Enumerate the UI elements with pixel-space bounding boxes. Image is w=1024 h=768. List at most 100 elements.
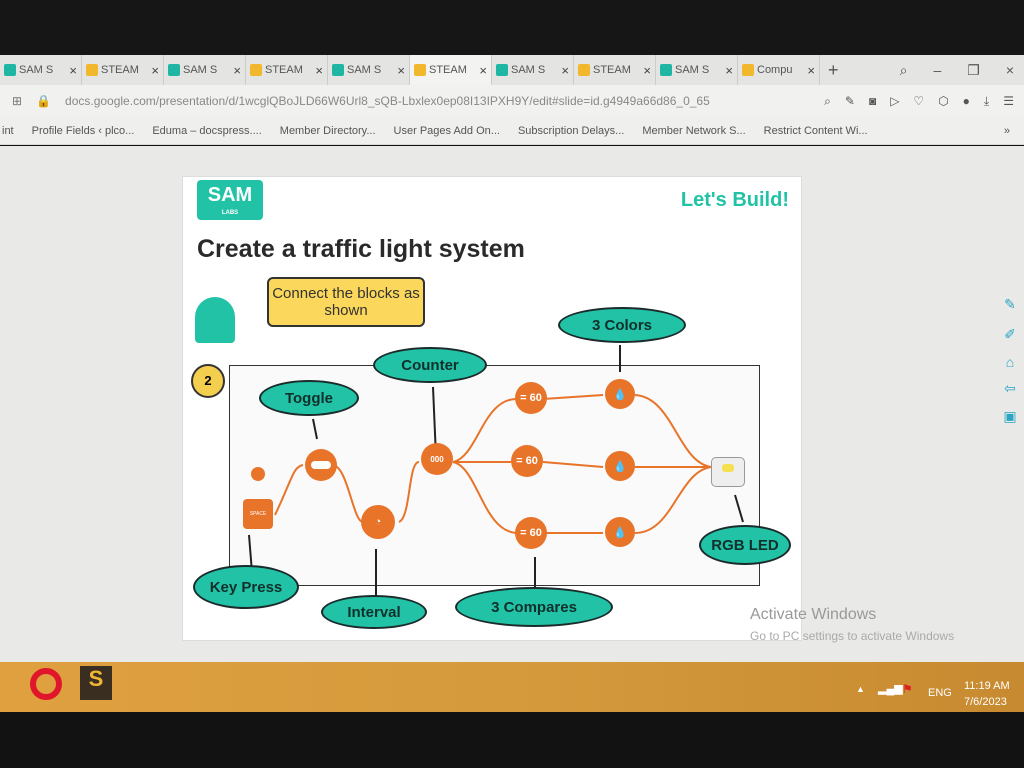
arrow (734, 494, 744, 523)
browser-tab[interactable]: SAM S × (0, 55, 82, 85)
close-tab-icon[interactable]: × (807, 62, 815, 78)
tab-label: SAM S (183, 64, 218, 76)
apps-icon[interactable]: ⊞ (12, 94, 23, 108)
label-interval: Interval (321, 595, 427, 629)
edit-icon[interactable]: ✎ (844, 93, 855, 108)
bookmark-item[interactable]: Member Network S... (642, 124, 746, 137)
bookmark-item[interactable]: int (2, 124, 14, 137)
minimize-icon[interactable]: – (933, 61, 942, 78)
tab-favicon-icon (496, 64, 508, 76)
download-icon[interactable]: ⤓ (983, 93, 990, 108)
tab-label: SAM S (511, 64, 546, 76)
language-indicator[interactable]: ENG (928, 687, 952, 699)
bookmark-item[interactable]: Profile Fields ‹ plco... (31, 124, 135, 137)
wire (542, 394, 604, 400)
wires (248, 345, 744, 597)
step-number: 2 (191, 364, 225, 398)
label-3-compares: 3 Compares (455, 587, 613, 627)
tab-favicon-icon (414, 64, 426, 76)
browser-tab[interactable]: SAM S × (492, 55, 574, 85)
lock-icon: 🔒 (36, 94, 52, 108)
tray-expand-icon[interactable]: ▲ (856, 684, 865, 694)
search-tabs-icon[interactable]: ⌕ (899, 61, 908, 78)
interval-block: ◔ (361, 505, 395, 539)
side-back-icon[interactable]: ⇦ (1004, 380, 1016, 396)
compare-block-3: = 60 (515, 517, 547, 549)
wire (398, 461, 420, 523)
new-tab-button[interactable]: + (828, 59, 839, 80)
monitor-bezel-top (0, 0, 1024, 55)
counter-block: 000 (421, 443, 453, 475)
close-tab-icon[interactable]: × (561, 62, 569, 78)
clock-date[interactable]: 7/6/2023 (964, 696, 1007, 708)
color-block-3: 💧 (605, 517, 635, 547)
bookmark-item[interactable]: Subscription Delays... (517, 124, 625, 137)
tab-label: STEAM (593, 64, 631, 76)
tab-label: STEAM (101, 64, 139, 76)
bookmark-item[interactable]: Member Directory... (279, 124, 376, 137)
profile-icon[interactable]: ● (962, 93, 970, 108)
action-center-icon[interactable]: ⚑ (902, 682, 913, 696)
bookmark-item[interactable]: Restrict Content Wi... (763, 124, 868, 137)
bookmark-item[interactable]: User Pages Add On... (393, 124, 500, 137)
side-note-icon[interactable]: ✐ (1004, 326, 1016, 342)
wire (634, 466, 712, 534)
close-tab-icon[interactable]: × (233, 62, 241, 78)
close-tab-icon[interactable]: × (315, 62, 323, 78)
tab-label: SAM S (19, 64, 54, 76)
bookmark-item[interactable]: Eduma – docspress.... (152, 124, 262, 137)
activate-windows-subtitle: Go to PC settings to activate Windows (750, 629, 955, 643)
clock-time[interactable]: 11:19 AM (964, 680, 1010, 692)
label-counter: Counter (373, 347, 487, 383)
wire (274, 464, 304, 516)
key-indicator (251, 467, 265, 481)
close-tab-icon[interactable]: × (725, 62, 733, 78)
browser-tab[interactable]: STEAM × (410, 55, 492, 85)
speech-bubble: Connect the blocks as shown (267, 277, 425, 327)
tab-bar: SAM S×STEAM×SAM S×STEAM×SAM S×STEAM×SAM … (0, 55, 1024, 85)
tab-favicon-icon (578, 64, 590, 76)
tab-favicon-icon (168, 64, 180, 76)
side-home-icon[interactable]: ⌂ (1005, 354, 1015, 370)
browser-tab[interactable]: SAM S× (328, 55, 410, 85)
close-tab-icon[interactable]: × (69, 62, 77, 78)
close-tab-icon[interactable]: × (643, 62, 651, 78)
compare-block-1: = 60 (515, 382, 547, 414)
cube-icon[interactable]: ⬡ (938, 93, 949, 108)
browser-tab[interactable]: SAM S× (656, 55, 738, 85)
play-icon[interactable]: ▷ (890, 93, 900, 108)
taskbar: S ▲ ▂▄▆ ⚑ ENG 11:19 AM 7/6/2023 (0, 662, 1024, 712)
browser-tab[interactable]: Compu× (738, 55, 820, 85)
close-tab-icon[interactable]: × (397, 62, 405, 78)
wire (452, 397, 519, 463)
side-edit-icon[interactable]: ✎ (1004, 296, 1016, 312)
bookmarks-more-button[interactable]: » (1003, 124, 1010, 137)
arrow (312, 418, 318, 440)
close-window-icon[interactable]: × (1005, 61, 1014, 78)
tab-label: STEAM (429, 64, 467, 76)
tab-favicon-icon (332, 64, 344, 76)
toggle-block (305, 449, 337, 481)
browser-tab[interactable]: STEAM × (574, 55, 656, 85)
network-icon[interactable]: ▂▄▆ (878, 683, 903, 695)
opera-icon[interactable] (30, 668, 62, 700)
wire (542, 461, 604, 468)
heart-icon[interactable]: ♡ (913, 93, 925, 108)
side-pc-icon[interactable]: ▣ (1003, 408, 1017, 424)
mascot-icon (195, 297, 235, 343)
camera-icon[interactable]: ◙ (868, 93, 877, 108)
url-input[interactable]: docs.google.com/presentation/d/1wcglQBoJ… (65, 94, 710, 108)
sublime-icon[interactable]: S (80, 666, 112, 700)
close-tab-icon[interactable]: × (479, 62, 487, 78)
browser-tab[interactable]: STEAM× (246, 55, 328, 85)
browser-tab[interactable]: STEAM × (82, 55, 164, 85)
browser-tab[interactable]: SAM S × (164, 55, 246, 85)
restore-icon[interactable]: ❐ (967, 61, 980, 78)
color-block-2: 💧 (605, 451, 635, 481)
key-press-block: SPACE (243, 499, 273, 529)
close-tab-icon[interactable]: × (151, 62, 159, 78)
settings-icon[interactable]: ☰ (1003, 93, 1014, 108)
zoom-icon[interactable]: ⌕ (824, 93, 831, 108)
tab-favicon-icon (742, 64, 754, 76)
